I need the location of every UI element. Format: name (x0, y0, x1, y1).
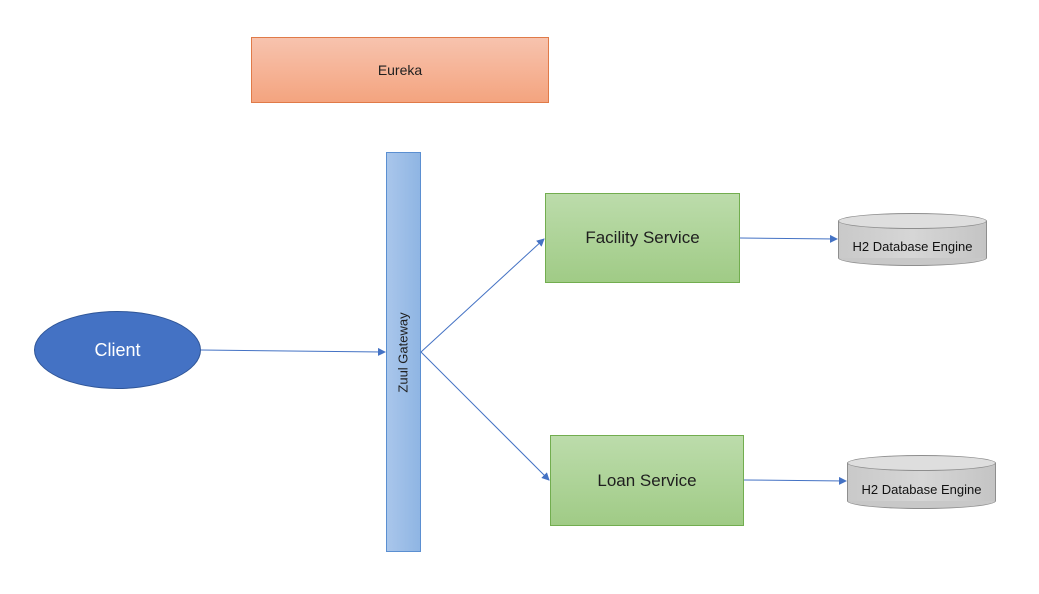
zuul-gateway-node: Zuul Gateway (386, 152, 421, 552)
eureka-node: Eureka (251, 37, 549, 103)
edge-gateway-to-loan (420, 351, 550, 481)
zuul-gateway-label: Zuul Gateway (396, 311, 412, 393)
facility-database-icon: H2 Database Engine (838, 213, 987, 266)
edge-gateway-to-facility (420, 238, 545, 353)
edge-client-to-gateway (200, 347, 386, 356)
edge-loan-to-db (743, 476, 847, 485)
loan-service-label: Loan Service (597, 470, 697, 490)
loan-database-label: H2 Database Engine (861, 481, 982, 497)
loan-database-icon: H2 Database Engine (847, 455, 996, 509)
facility-service-label: Facility Service (585, 228, 700, 247)
eureka-label: Eureka (377, 62, 423, 78)
facility-service-node: Facility Service (545, 193, 740, 283)
facility-database-label: H2 Database Engine (852, 239, 973, 254)
edge-facility-to-db (739, 234, 838, 243)
client-node: Client (34, 311, 201, 389)
client-label: Client (94, 339, 141, 360)
loan-service-node: Loan Service (550, 435, 744, 526)
